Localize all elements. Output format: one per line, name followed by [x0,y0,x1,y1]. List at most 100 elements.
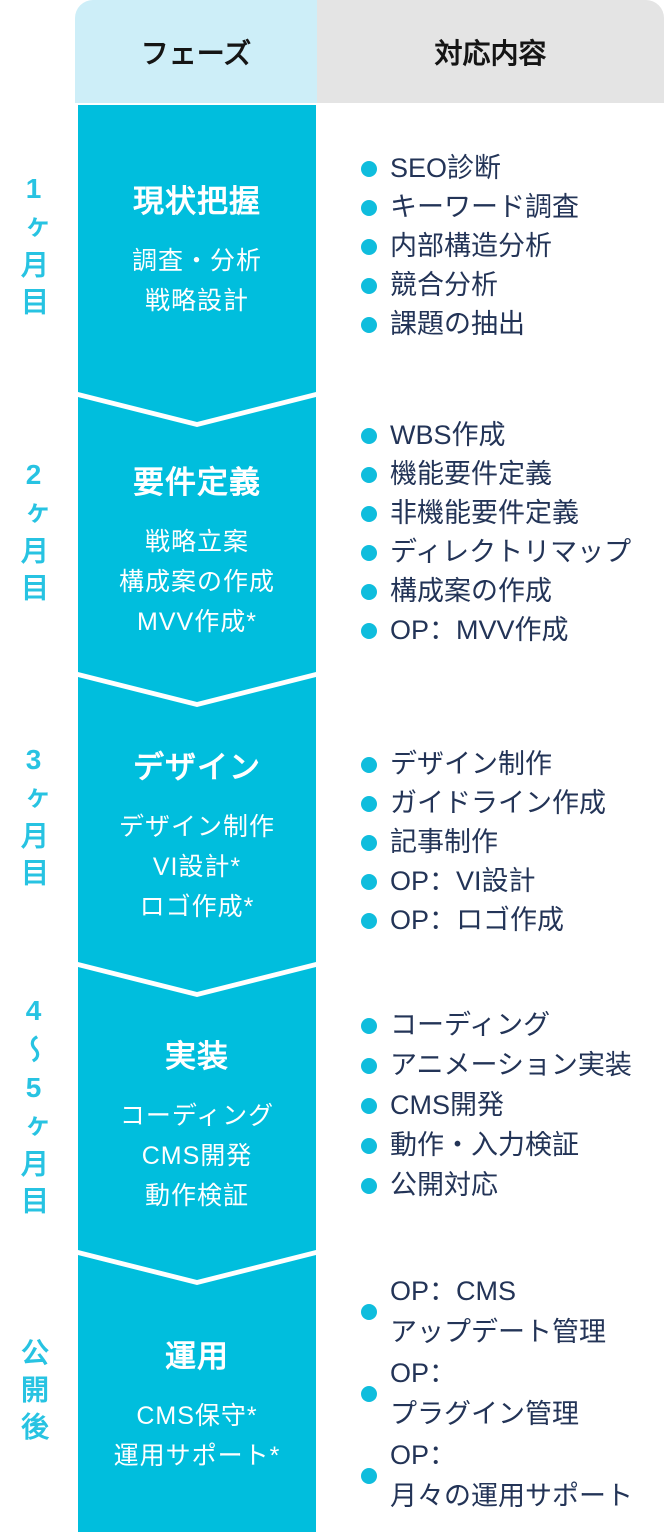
bullet-dot-icon [361,583,377,600]
task-item: 動作・入力検証 [361,1126,663,1166]
phase-segment-2: 要件定義 戦略立案 構成案の作成 MVV作成* [78,397,316,702]
task-item-text: OP：MVV作成 [390,614,569,645]
task-list-2: WBS作成 機能要件定義 非機能要件定義 ディレクトリマップ 構成案の作成 OP… [361,416,663,650]
task-item-text: 課題の抽出 [390,308,525,339]
bullet-dot-icon [361,1386,377,1402]
task-item: OP：ロゴ作成 [361,901,663,940]
phase-subtitle-line: 構成案の作成 [118,568,275,596]
month-label-2: 2ヶ月目 [18,459,49,610]
bullet-dot-icon [361,622,377,639]
bullet-dot-icon [361,160,377,177]
task-item-text: ガイドライン作成 [390,787,606,818]
task-item-text: CMS開発 [390,1090,504,1121]
task-list-4: コーディング アニメーション実装 CMS開発 動作・入力検証 公開対応 [361,1006,663,1206]
month-label-3: 3ヶ月目 [18,744,49,895]
month-label-5: 公開後 [18,1338,49,1449]
task-item-text: OP：VI設計 [390,865,536,896]
header-phase-cell: フェーズ [75,0,317,103]
header-content-cell: 対応内容 [317,0,664,103]
phase-subtitle: コーディング CMS開発 動作検証 [120,1096,274,1216]
task-item-text: 公開対応 [390,1170,498,1201]
task-item-text: アニメーション実装 [390,1050,632,1081]
bullet-dot-icon [361,1178,377,1194]
task-list-1: SEO診断 キーワード調査 内部構造分析 競合分析 課題の抽出 [361,149,663,344]
header-content-label: 対応内容 [434,37,547,69]
phase-title: 実装 [165,1039,229,1074]
task-item: 競合分析 [361,266,663,305]
bullet-dot-icon [361,1018,377,1034]
task-item-text: 機能要件定義 [390,458,552,489]
task-item: ディレクトリマップ [361,533,663,572]
phase-segment-4: 実装 コーディング CMS開発 動作検証 [78,967,316,1280]
task-item-text: デザイン制作 [390,748,552,779]
phase-subtitle-line: VI設計* [152,853,242,881]
phase-title: 要件定義 [133,465,261,500]
phase-segment-1: 現状把握 調査・分析 戦略設計 [78,105,316,422]
task-item: OP：VI設計 [361,862,663,901]
task-item: 課題の抽出 [361,305,663,344]
bullet-dot-icon [361,1098,377,1114]
bullet-dot-icon [361,238,377,255]
task-item: 非機能要件定義 [361,494,663,533]
month-label-4: 4〜5ヶ月目 [18,994,49,1223]
task-item: キーワード調査 [361,188,663,227]
task-item: OP： 月々の運用サポート [361,1435,663,1517]
task-item-text: OP：ロゴ作成 [390,904,565,935]
task-item: 構成案の作成 [361,572,663,611]
task-item: 内部構造分析 [361,227,663,266]
phase-subtitle: デザイン制作 VI設計* ロゴ作成* [119,807,275,927]
bullet-dot-icon [361,427,377,444]
task-item-text: SEO診断 [390,152,502,183]
header-phase-label: フェーズ [140,37,252,69]
phase-subtitle-line: 運用サポート* [113,1442,281,1470]
bullet-dot-icon [361,1304,377,1320]
bullet-dot-icon [361,795,377,812]
task-list-3: デザイン制作 ガイドライン作成 記事制作 OP：VI設計 OP：ロゴ作成 [361,745,663,940]
task-item: WBS作成 [361,416,663,455]
task-item: 機能要件定義 [361,455,663,494]
phase-subtitle-line: 戦略設計 [144,287,249,315]
task-item-text: ディレクトリマップ [390,536,632,567]
task-item: OP：MVV作成 [361,611,663,650]
task-item-text: 内部構造分析 [390,230,552,261]
task-item: OP： プラグイン管理 [361,1353,663,1435]
bullet-dot-icon [361,756,377,773]
task-list-5: OP：CMS アップデート管理 OP： プラグイン管理 OP： 月々の運用サポー… [361,1271,663,1517]
phase-title: 運用 [165,1339,229,1374]
phase-subtitle: 調査・分析 戦略設計 [132,241,262,321]
phase-subtitle-line: コーディング [119,1102,275,1130]
phase-subtitle-line: 調査・分析 [131,247,262,275]
phase-subtitle-line: ロゴ作成* [139,893,255,921]
phase-subtitle-line: 戦略立案 [144,528,249,556]
task-item-text: キーワード調査 [390,191,579,222]
bullet-dot-icon [361,1468,377,1484]
task-item-text: 動作・入力検証 [390,1130,579,1161]
phase-subtitle-line: デザイン制作 [118,813,275,841]
task-item: デザイン制作 [361,745,663,784]
task-item-text: 記事制作 [390,826,498,857]
phase-subtitle: 戦略立案 構成案の作成 MVV作成* [119,522,275,642]
phase-subtitle-line: CMS保守* [136,1402,258,1430]
task-item-text: 構成案の作成 [390,575,552,606]
bullet-dot-icon [361,316,377,333]
phase-subtitle-line: 動作検証 [144,1182,249,1210]
bullet-dot-icon [361,873,377,890]
task-item: 記事制作 [361,823,663,862]
phase-title: 現状把握 [133,184,261,219]
bullet-dot-icon [361,1058,377,1074]
task-item-text: コーディング [390,1010,551,1041]
phase-segment-5: 運用 CMS保守* 運用サポート* [78,1255,316,1532]
bullet-dot-icon [361,199,377,216]
task-item: コーディング [361,1006,663,1046]
phase-segment-3: デザイン デザイン制作 VI設計* ロゴ作成* [78,677,316,992]
task-item: CMS開発 [361,1086,663,1126]
bullet-dot-icon [361,277,377,294]
task-item: 公開対応 [361,1166,663,1206]
bullet-dot-icon [361,505,377,522]
task-item: SEO診断 [361,149,663,188]
task-item: OP：CMS アップデート管理 [361,1271,663,1353]
bullet-dot-icon [361,834,377,851]
task-item-text: OP： プラグイン管理 [390,1358,579,1429]
bullet-dot-icon [361,466,377,483]
